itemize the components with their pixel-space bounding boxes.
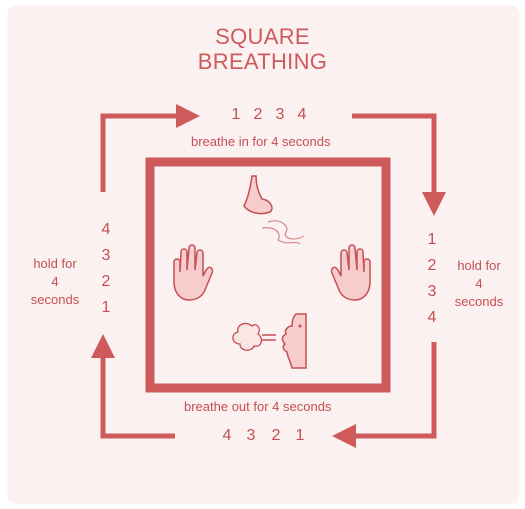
top-count-2: 2 [250, 106, 266, 124]
bottom-count-3: 3 [243, 427, 259, 445]
breathe-in-label: breathe in for 4 seconds [191, 134, 330, 150]
bottom-count-1: 1 [292, 427, 308, 445]
hand-icon-right [332, 245, 370, 300]
bottom-count-4: 4 [219, 427, 235, 445]
right-hold-label: hold for 4 seconds [446, 257, 512, 311]
arrow-right-icon [103, 116, 180, 192]
nose-icon [244, 176, 304, 244]
arrowhead-down [422, 192, 446, 216]
left-count-4: 4 [98, 221, 114, 239]
arrow-up-icon [103, 356, 175, 436]
top-count-4: 4 [294, 106, 310, 124]
left-count-1: 1 [98, 299, 114, 317]
top-count-1: 1 [228, 106, 244, 124]
left-count-3: 3 [98, 247, 114, 265]
right-count-3: 3 [424, 283, 440, 301]
left-hold-line-2: 4 [22, 273, 88, 291]
arrowhead-right [176, 104, 200, 128]
right-hold-line-2: 4 [446, 275, 512, 293]
hand-icon-left [174, 245, 212, 300]
arrow-down-icon [352, 116, 434, 196]
left-count-2: 2 [98, 273, 114, 291]
right-hold-line-3: seconds [446, 293, 512, 311]
right-count-4: 4 [424, 309, 440, 327]
top-count-3: 3 [272, 106, 288, 124]
breathe-out-label: breathe out for 4 seconds [184, 399, 331, 415]
bottom-count-2: 2 [268, 427, 284, 445]
left-hold-line-3: seconds [22, 291, 88, 309]
right-hold-line-1: hold for [446, 257, 512, 275]
right-count-1: 1 [424, 231, 440, 249]
left-hold-line-1: hold for [22, 255, 88, 273]
exhale-face-icon [233, 314, 306, 368]
right-count-2: 2 [424, 257, 440, 275]
arrowhead-left [332, 424, 356, 448]
arrowhead-up [91, 334, 115, 358]
left-hold-label: hold for 4 seconds [22, 255, 88, 309]
